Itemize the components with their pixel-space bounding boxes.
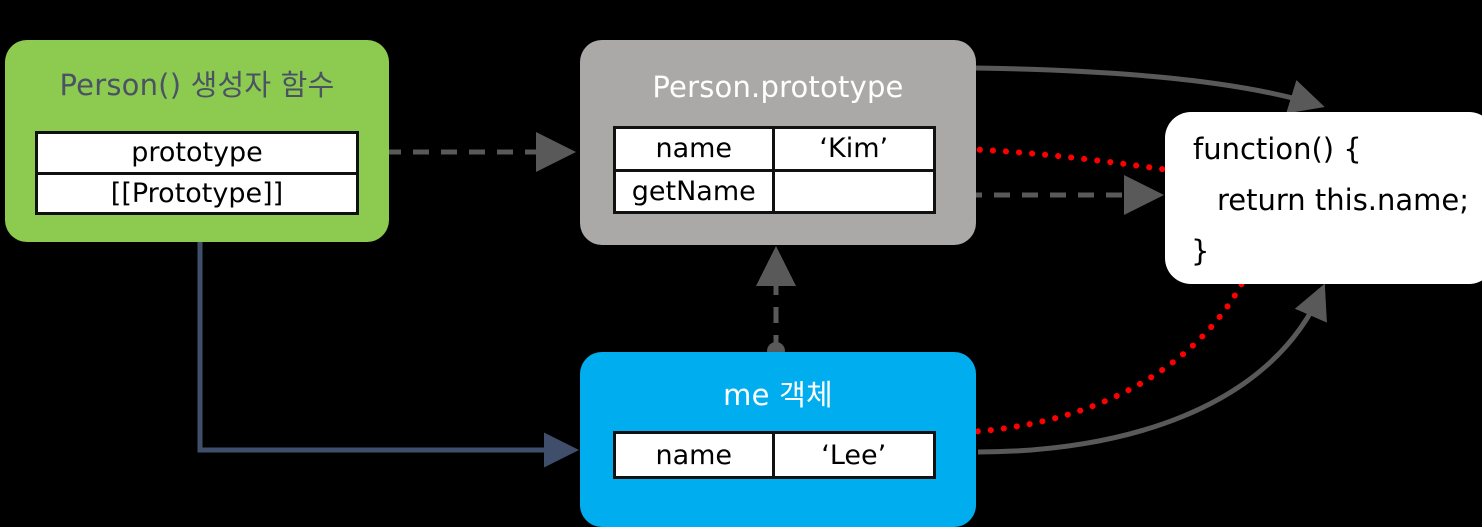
edge-ctor-to-me	[197, 242, 579, 468]
node-person-prototype-title: Person.prototype	[652, 70, 904, 104]
me-object-property-table: name ‘Lee’	[613, 431, 936, 479]
property-key-name: name	[616, 434, 775, 476]
property-key-name: name	[616, 129, 775, 169]
property-key-getname: getName	[616, 171, 775, 211]
table-row: getName	[616, 168, 934, 212]
person-prototype-property-table: name ‘Kim’ getName	[613, 126, 936, 214]
edge-proto-to-function	[974, 65, 1325, 114]
slot-internal-prototype-label: [[Prototype]]	[110, 177, 284, 209]
property-value-name: ‘Lee’	[821, 439, 887, 471]
table-row: name ‘Lee’	[616, 434, 933, 476]
property-value-getname	[775, 172, 934, 212]
node-me-object-title: me 객체	[723, 378, 833, 412]
property-value-name: ‘Kim’	[819, 133, 889, 165]
function-literal-line-2: return this.name;	[1217, 183, 1470, 217]
edge-me-to-function	[977, 283, 1327, 455]
node-function-literal[interactable]: function() { return this.name; }	[1165, 112, 1482, 284]
node-me-object[interactable]: me 객체 name ‘Lee’	[580, 352, 976, 527]
table-row: [[Prototype]]	[38, 171, 356, 213]
edge-me-to-proto	[756, 246, 796, 360]
function-literal-line-3: }	[1191, 234, 1210, 268]
node-person-prototype[interactable]: Person.prototype name ‘Kim’ getName	[580, 40, 976, 245]
node-person-constructor-title: Person() 생성자 함수	[59, 68, 335, 102]
slot-prototype-label: prototype	[131, 137, 263, 169]
person-constructor-slot-table: prototype [[Prototype]]	[35, 131, 359, 215]
table-row: name ‘Kim’	[616, 129, 933, 169]
node-person-constructor[interactable]: Person() 생성자 함수 prototype [[Prototype]]	[5, 40, 389, 242]
table-row: prototype	[38, 134, 356, 172]
function-literal-line-1: function() {	[1193, 132, 1362, 166]
